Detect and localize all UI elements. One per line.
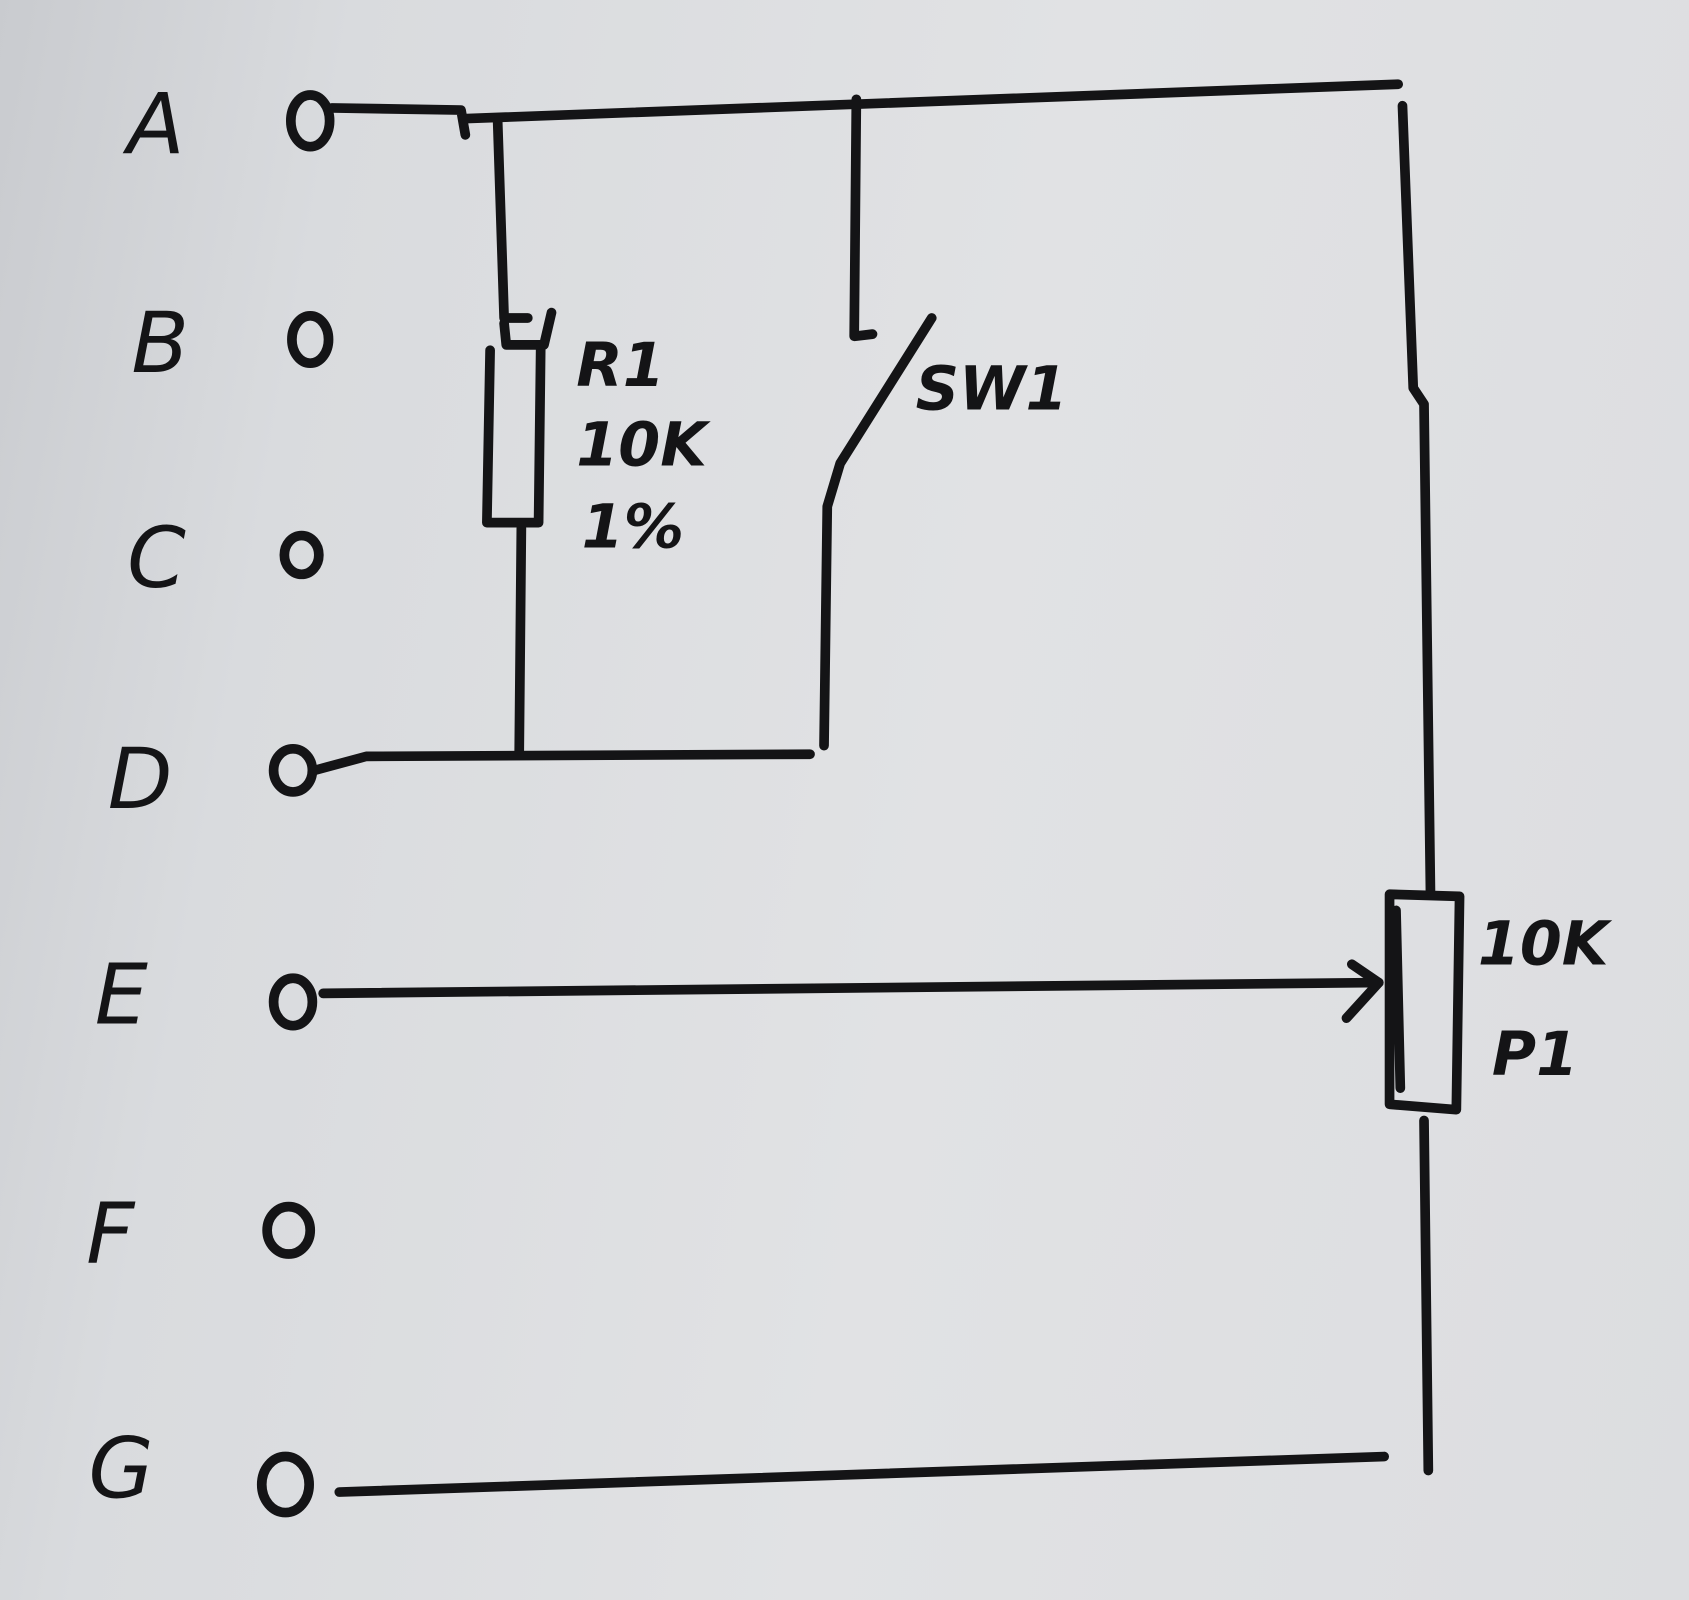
sw1-ref-label: SW1 [916, 355, 1068, 425]
wire-r1-bottom [514, 523, 527, 760]
wiper-arrow-icon [1341, 959, 1384, 1023]
terminal-pin-c [279, 530, 324, 580]
terminal-pin-a [285, 90, 335, 152]
terminal-pin-d [268, 743, 318, 797]
wire-d [309, 749, 815, 776]
wire-top-bus [458, 79, 1404, 124]
wire-r1-top [492, 115, 533, 323]
terminal-pins [256, 90, 335, 1518]
terminal-label-d: D [108, 730, 173, 828]
terminal-label-g: G [88, 1419, 153, 1517]
terminal-label-c: C [127, 509, 186, 607]
terminal-label-b: B [131, 294, 189, 392]
wire-right-upper [1397, 100, 1436, 900]
terminal-pin-f [262, 1201, 316, 1259]
r1-tolerance-label: 1% [582, 492, 684, 562]
resistor-r1 [482, 307, 557, 528]
terminal-label-a: A [122, 75, 184, 173]
p1-value-label: 10K [1478, 909, 1613, 979]
wire-e-wiper [318, 977, 1384, 999]
terminal-labels: A B C D E F G [86, 75, 189, 1517]
potentiometer-p1 [1384, 889, 1465, 1115]
terminal-pin-g [256, 1451, 314, 1518]
wire-g [334, 1451, 1390, 1497]
wires [309, 79, 1436, 1497]
terminal-label-e: E [95, 946, 148, 1044]
wire-right-lower [1419, 1115, 1434, 1476]
terminal-label-f: F [86, 1185, 136, 1283]
switch-sw1-blade [819, 313, 937, 751]
wire-a [326, 103, 471, 140]
terminal-pin-b [287, 310, 334, 369]
terminal-pin-e [268, 973, 318, 1031]
wire-sw1-top [849, 94, 878, 342]
p1-ref-label: P1 [1492, 1020, 1578, 1090]
r1-value-label: 10K [576, 411, 711, 481]
r1-ref-label: R1 [576, 331, 664, 401]
